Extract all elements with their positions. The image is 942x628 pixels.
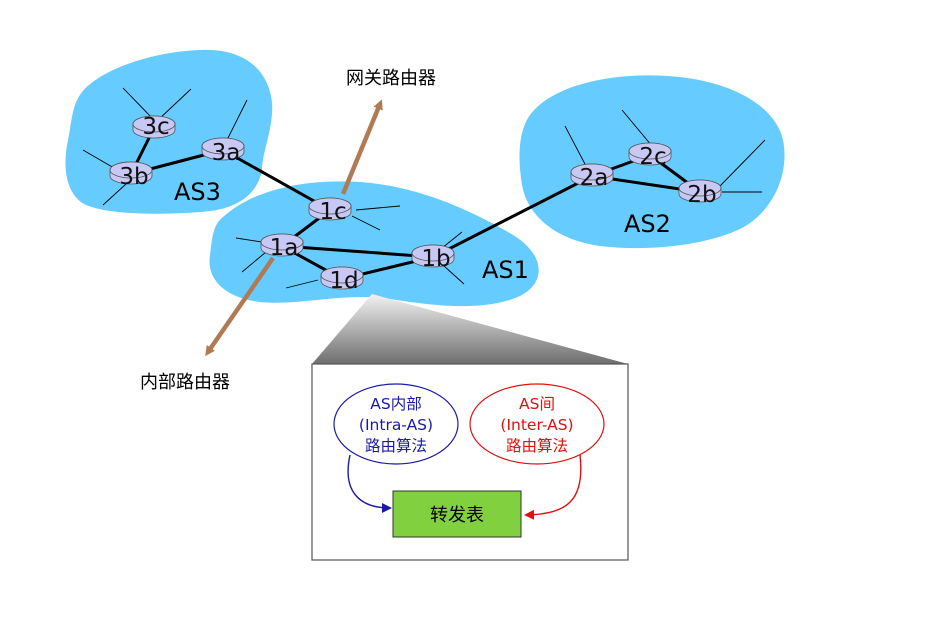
router-label-3c: 3c — [142, 114, 169, 140]
router-label-1a: 1a — [270, 235, 299, 261]
as1-cloud — [209, 181, 539, 307]
inter-to-table-arrow — [524, 454, 582, 520]
forwarding-table-label: 转发表 — [430, 505, 484, 526]
gateway-arrow — [340, 99, 383, 195]
router-label-3a: 3a — [212, 140, 241, 166]
internal-arrow — [205, 256, 275, 357]
router-1a[interactable]: 1a — [260, 233, 304, 261]
intra-as-line2: (Intra-AS) — [359, 416, 433, 434]
router-label-2a: 2a — [580, 165, 609, 191]
router-2c[interactable]: 2c — [628, 142, 672, 170]
forwarding-table-box — [392, 490, 522, 538]
router-label-3b: 3b — [119, 164, 148, 190]
inter-as-line1: AS间 — [519, 395, 555, 413]
router-1d[interactable]: 1d — [320, 266, 364, 294]
router-2b[interactable]: 2b — [678, 179, 722, 208]
router-3c[interactable]: 3c — [132, 114, 176, 140]
gateway-router-label: 网关路由器 — [346, 68, 436, 89]
link-1a-1b — [281, 244, 434, 259]
router-label-2c: 2c — [639, 144, 666, 170]
router-1b[interactable]: 1b — [411, 244, 455, 272]
host-stubs — [82, 87, 766, 289]
inter-as-ellipse — [469, 383, 605, 465]
router-label-2b: 2b — [687, 182, 716, 208]
link-3a-1c — [222, 148, 331, 212]
router-label-1b: 1b — [421, 246, 450, 272]
link-1b-2a — [432, 174, 593, 259]
intra-as-line3: 路由算法 — [365, 436, 427, 455]
intra-as-line1: AS内部 — [370, 395, 421, 413]
inter-as-line2: (Inter-AS) — [500, 416, 573, 434]
as2-label: AS2 — [624, 210, 671, 238]
inter-as-line3: 路由算法 — [506, 436, 568, 455]
router-label-1d: 1d — [329, 268, 358, 294]
zoom-funnel — [312, 294, 628, 364]
as3-label: AS3 — [174, 178, 221, 206]
intra-as-ellipse — [333, 383, 459, 465]
as1-label: AS1 — [482, 256, 529, 284]
router-1c[interactable]: 1c — [308, 197, 352, 225]
internal-router-label: 内部路由器 — [140, 372, 230, 393]
router-label-1c: 1c — [319, 199, 346, 225]
router-2a[interactable]: 2a — [570, 163, 614, 191]
router-3b[interactable]: 3b — [109, 161, 153, 190]
intra-to-table-arrow — [347, 454, 392, 513]
router-3a[interactable]: 3a — [201, 137, 245, 166]
